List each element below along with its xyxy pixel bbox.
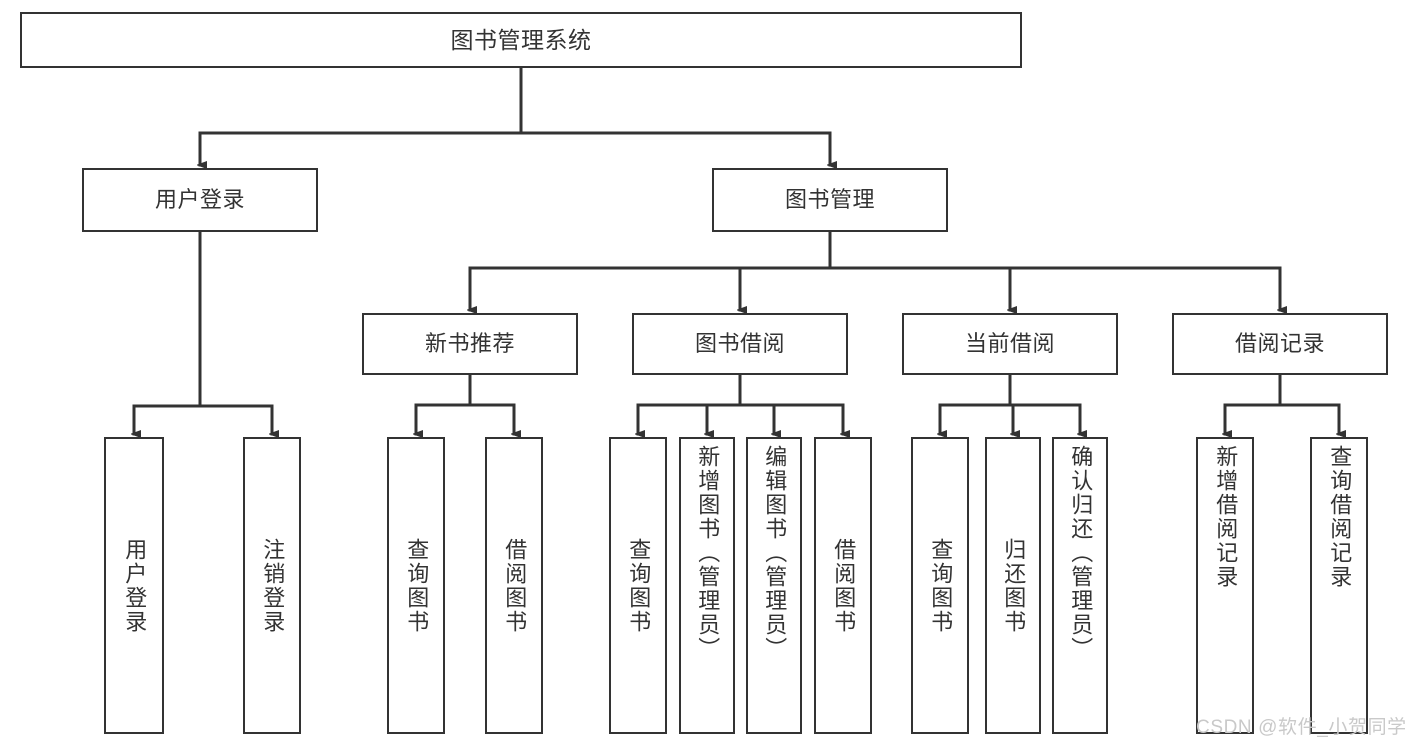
node-label: 新增图书（管理员） xyxy=(695,445,721,661)
node-user-login[interactable]: 用户登录 xyxy=(82,168,318,232)
node-leaf-return-book[interactable]: 归还图书 xyxy=(985,437,1041,734)
node-label: 编辑图书（管理员） xyxy=(762,445,788,661)
node-leaf-user-logout[interactable]: 注销登录 xyxy=(243,437,301,734)
node-label: 借阅图书 xyxy=(831,537,857,634)
node-leaf-query-book-3[interactable]: 查询图书 xyxy=(911,437,969,734)
node-book-manage[interactable]: 图书管理 xyxy=(712,168,948,232)
node-label: 图书借阅 xyxy=(694,331,785,357)
node-leaf-edit-book[interactable]: 编辑图书（管理员） xyxy=(746,437,802,734)
node-leaf-query-book-1[interactable]: 查询图书 xyxy=(387,437,445,734)
node-label: 归还图书 xyxy=(1001,537,1027,634)
node-leaf-add-record[interactable]: 新增借阅记录 xyxy=(1196,437,1254,734)
node-label: 借阅记录 xyxy=(1234,331,1325,357)
node-label: 借阅图书 xyxy=(502,537,528,634)
node-label: 查询借阅记录 xyxy=(1327,445,1353,589)
node-leaf-borrow-book-2[interactable]: 借阅图书 xyxy=(814,437,872,734)
node-label: 用户登录 xyxy=(154,187,245,213)
node-label: 查询图书 xyxy=(928,537,954,634)
node-book-borrow[interactable]: 图书借阅 xyxy=(632,313,848,375)
node-current-borrow[interactable]: 当前借阅 xyxy=(902,313,1118,375)
node-label: 图书管理 xyxy=(784,187,875,213)
node-leaf-borrow-book-1[interactable]: 借阅图书 xyxy=(485,437,543,734)
node-label: 查询图书 xyxy=(404,537,430,634)
node-label: 用户登录 xyxy=(122,537,148,634)
connectors xyxy=(134,66,1339,434)
node-borrow-record[interactable]: 借阅记录 xyxy=(1172,313,1388,375)
node-leaf-user-login[interactable]: 用户登录 xyxy=(104,437,164,734)
node-leaf-query-record[interactable]: 查询借阅记录 xyxy=(1310,437,1368,734)
node-label: 图书管理系统 xyxy=(450,26,592,53)
node-leaf-confirm-return[interactable]: 确认归还（管理员） xyxy=(1052,437,1108,734)
node-label: 新增借阅记录 xyxy=(1213,445,1239,589)
node-label: 当前借阅 xyxy=(964,331,1055,357)
node-new-book-rec[interactable]: 新书推荐 xyxy=(362,313,578,375)
node-root[interactable]: 图书管理系统 xyxy=(20,12,1022,68)
node-label: 新书推荐 xyxy=(424,331,515,357)
node-leaf-add-book[interactable]: 新增图书（管理员） xyxy=(679,437,735,734)
node-label: 确认归还（管理员） xyxy=(1068,445,1094,661)
node-label: 注销登录 xyxy=(260,537,286,634)
node-leaf-query-book-2[interactable]: 查询图书 xyxy=(609,437,667,734)
node-label: 查询图书 xyxy=(626,537,652,634)
csdn-watermark: CSDN @软件_小贺同学 xyxy=(1196,717,1405,738)
